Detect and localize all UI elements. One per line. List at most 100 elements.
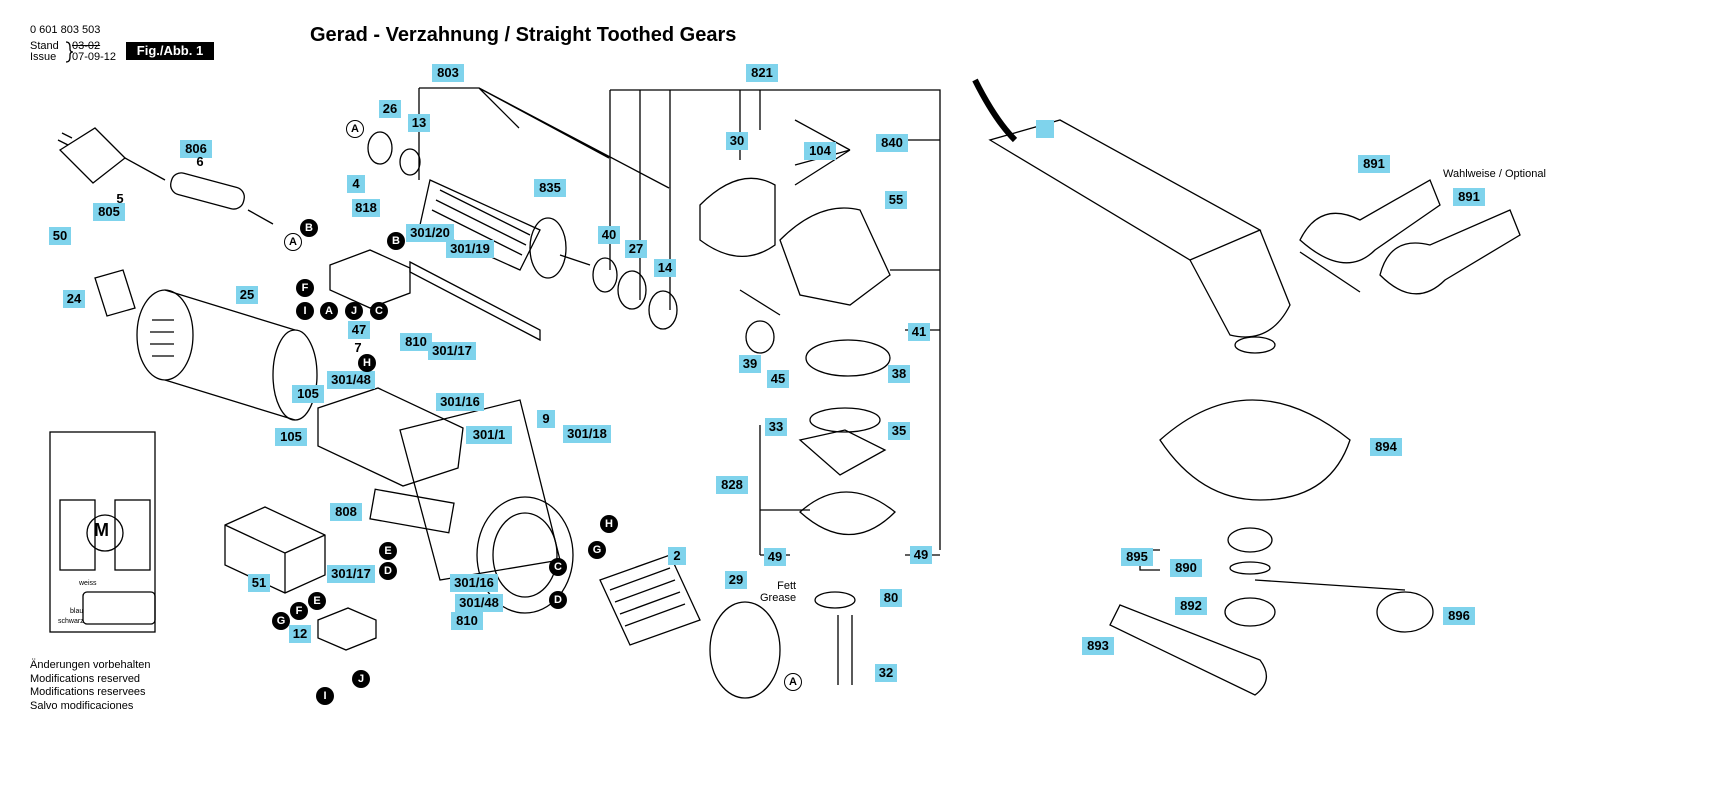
fett-grease-label: Fett Grease — [760, 580, 796, 604]
part-label: 301/19 — [446, 240, 494, 258]
part-label: 6 — [196, 154, 204, 169]
part-label: 9 — [537, 410, 555, 428]
part-label: 41 — [908, 323, 930, 341]
part-label: 7 — [354, 340, 362, 355]
switch-carrier — [317, 387, 464, 487]
field-coil — [599, 554, 701, 646]
part-label: 821 — [746, 64, 778, 82]
bearing-14 — [648, 290, 678, 330]
washer-80 — [814, 591, 856, 609]
part-label: 33 — [765, 418, 787, 436]
motor-symbol: M — [94, 520, 109, 540]
air-guide — [709, 601, 781, 699]
part-label: 810 — [451, 612, 483, 630]
wire-label-schwarz: schwarz — [58, 618, 84, 625]
fett-label: Fett — [777, 580, 797, 592]
part-label: 105 — [292, 385, 324, 403]
power-plug — [57, 127, 274, 225]
part-label: 301/48 — [455, 594, 503, 612]
suppressor — [317, 607, 377, 651]
part-label: 50 — [49, 227, 71, 245]
part-label: 51 — [248, 574, 270, 592]
spindle — [837, 615, 853, 685]
part-label: 4 — [347, 175, 365, 193]
pinion — [745, 320, 775, 354]
part-label: 32 — [875, 664, 897, 682]
connector-marker: F — [296, 279, 314, 297]
connector-marker: A — [320, 302, 338, 320]
bearing-flange-828 — [799, 491, 896, 535]
part-label: 25 — [236, 286, 258, 304]
part-label: 35 — [888, 422, 910, 440]
ring-40 — [592, 257, 618, 293]
cable-clamp — [94, 269, 136, 317]
gasket-35 — [798, 429, 887, 476]
part-label: 890 — [1170, 559, 1202, 577]
part-label: 105 — [275, 428, 307, 446]
note-line: Modifications reserved — [30, 672, 141, 685]
part-label: 805 — [93, 203, 125, 221]
part-label: 13 — [408, 114, 430, 132]
part-label: 55 — [885, 191, 907, 209]
connector-marker: E — [379, 542, 397, 560]
connector-marker: C — [370, 302, 388, 320]
optional-label: Wahlweise / Optional — [1443, 168, 1546, 180]
connector-marker: A — [784, 673, 802, 691]
bearing-13 — [399, 148, 421, 176]
page-title: Gerad - Verzahnung / Straight Toothed Ge… — [310, 24, 737, 46]
connector-marker: B — [387, 232, 405, 250]
connector-marker: A — [284, 233, 302, 251]
switch-rod — [409, 260, 541, 342]
part-label: 2 — [668, 547, 686, 565]
part-label: 893 — [1082, 637, 1114, 655]
seal-33 — [809, 407, 881, 433]
connector-marker: G — [588, 541, 606, 559]
bearing-26 — [367, 131, 393, 165]
part-label: 14 — [654, 259, 676, 277]
motor-housing — [136, 289, 318, 421]
part-label: 80 — [880, 589, 902, 607]
part-label: 810 — [400, 333, 432, 351]
part-label: 38 — [888, 365, 910, 383]
part-label: 808 — [330, 503, 362, 521]
figure-label: Fig./Abb. 1 — [126, 42, 214, 60]
connector-marker: D — [549, 591, 567, 609]
connector-marker: C — [549, 558, 567, 576]
part-label: 891 — [1358, 155, 1390, 173]
connector-marker: H — [600, 515, 618, 533]
connector-marker: G — [272, 612, 290, 630]
part-label: 47 — [348, 321, 370, 339]
part-label: 40 — [598, 226, 620, 244]
leader-lines — [418, 87, 941, 556]
part-number: 0 601 803 503 — [30, 24, 101, 36]
part-label: 27 — [625, 240, 647, 258]
armature — [419, 179, 591, 279]
ring-890 — [1229, 561, 1271, 575]
gear-head — [779, 207, 891, 306]
part-label: 818 — [352, 199, 380, 217]
part-label: 803 — [432, 64, 464, 82]
part-label: 835 — [534, 179, 566, 197]
angle-grinder — [972, 78, 1291, 354]
note-line: Modifications reservees — [30, 686, 146, 698]
part-label: 301/48 — [327, 371, 375, 389]
connector-marker: D — [379, 562, 397, 580]
bevel-gear — [805, 339, 891, 377]
issue-label: Issue — [30, 51, 57, 63]
part-label: 892 — [1175, 597, 1207, 615]
part-label: 896 — [1443, 607, 1475, 625]
nut-892 — [1224, 597, 1276, 627]
part-label-blank — [1036, 120, 1054, 138]
part-label: 39 — [739, 355, 761, 373]
connector-marker: J — [352, 670, 370, 688]
part-label: 301/17 — [428, 342, 476, 360]
wire-label-blau: blau — [70, 608, 84, 615]
detail-box — [739, 289, 781, 316]
note-line: Salvo modificaciones — [30, 699, 134, 712]
part-label: 26 — [379, 100, 401, 118]
circuit-diagram — [49, 431, 156, 633]
part-label: 301/16 — [436, 393, 484, 411]
part-label: 301/20 — [406, 224, 454, 242]
stand-label: Stand — [30, 40, 59, 52]
